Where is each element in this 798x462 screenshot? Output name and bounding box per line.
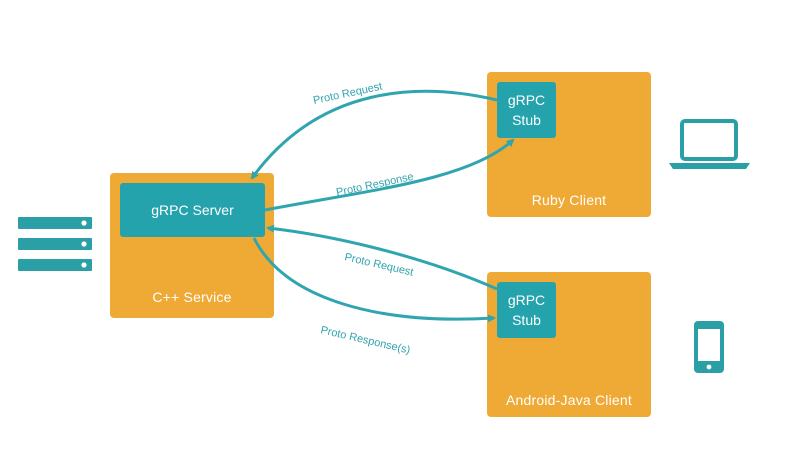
- ruby-stub-label-line1: gRPC: [507, 92, 546, 108]
- android-grpc-stub-box: gRPC Stub: [497, 282, 556, 338]
- ruby-response-label: Proto Response: [335, 171, 415, 199]
- ruby-request-label: Proto Request: [312, 81, 383, 107]
- ruby-response-arrow: [264, 138, 515, 212]
- android-client-label: Android-Java Client: [506, 392, 632, 408]
- grpc-server-box: gRPC Server: [120, 183, 265, 237]
- android-request-arrow: [266, 224, 498, 291]
- android-stub-label-line1: gRPC: [507, 292, 546, 308]
- android-response-arrow: [252, 237, 496, 323]
- ruby-grpc-stub-box: gRPC Stub: [497, 82, 556, 138]
- ruby-stub-label-line2: Stub: [512, 112, 541, 128]
- ruby-client-label: Ruby Client: [531, 192, 607, 208]
- cpp-service-label: C++ Service: [152, 289, 232, 305]
- android-stub-label-line2: Stub: [512, 312, 541, 328]
- android-response-label: Proto Response(s): [319, 324, 411, 356]
- ruby-request-arrow: [250, 89, 498, 180]
- grpc-server-label: gRPC Server: [151, 202, 234, 218]
- android-request-label: Proto Request: [343, 251, 414, 279]
